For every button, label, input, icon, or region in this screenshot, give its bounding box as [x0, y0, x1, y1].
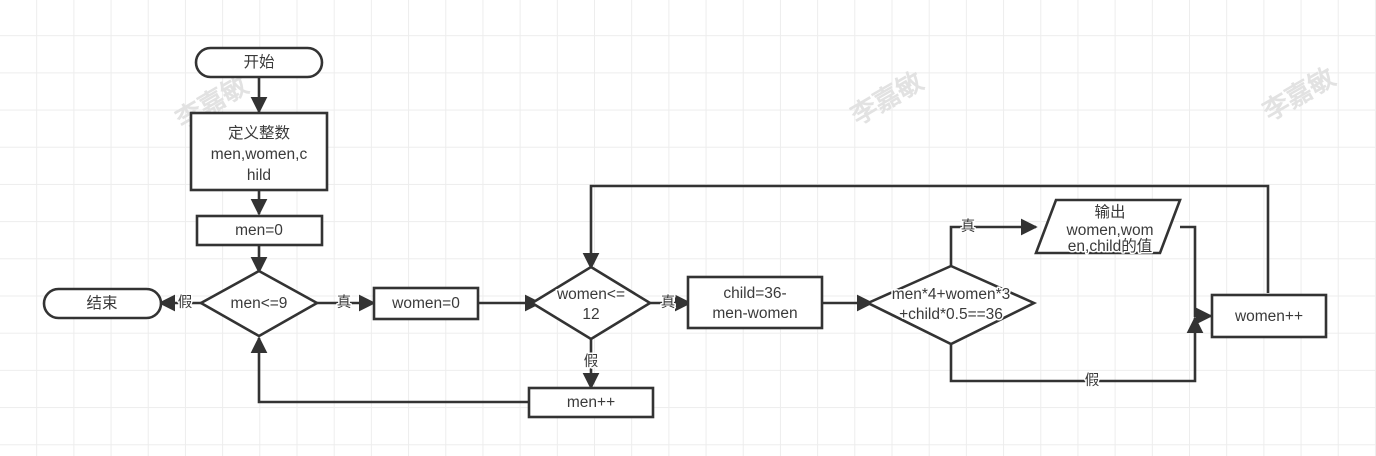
edge-label-women-true: 真 — [661, 293, 676, 311]
child-label-line1: child=36- — [723, 285, 786, 302]
node-men-increment[interactable]: men++ — [527, 386, 655, 419]
output-label-line2: women,wom — [1066, 222, 1154, 239]
edge-labels: 假 真 真 假 真 假 — [176, 215, 1101, 390]
men0-shape[interactable] — [195, 214, 324, 247]
output-label-line1: 输出 — [1094, 203, 1125, 221]
cond-women-shape[interactable] — [529, 265, 653, 341]
women0-shape[interactable] — [372, 286, 480, 321]
watermark-group: 李嘉敏 李嘉敏 李嘉敏 — [170, 62, 1340, 135]
output-shape[interactable] — [1034, 198, 1182, 255]
women0-label: women=0 — [391, 295, 460, 312]
edge-meninc-to-condmen — [250, 336, 530, 404]
men-increment-shape[interactable] — [527, 386, 655, 419]
cond-women-label-line2: 12 — [582, 306, 599, 323]
declare-label-line3: hild — [247, 167, 271, 184]
end-shape[interactable] — [42, 287, 163, 320]
watermark-text: 李嘉敏 — [1257, 62, 1340, 127]
edge-label-sum-true: 真 — [961, 217, 976, 235]
cond-women-label-line1: women<= — [556, 286, 625, 303]
child-label-line2: men-women — [712, 305, 797, 322]
edge-label-men-false: 假 — [178, 294, 193, 311]
edge-label-women-false: 假 — [584, 353, 599, 370]
men0-label: men=0 — [235, 222, 283, 239]
cond-sum-shape[interactable] — [864, 264, 1038, 346]
edge-womeninc-to-condwomen — [582, 184, 1270, 293]
cond-men-shape[interactable] — [198, 269, 320, 338]
end-label: 结束 — [86, 294, 117, 312]
edges — [158, 77, 1270, 404]
women-increment-label: women++ — [1234, 308, 1303, 325]
node-cond-men[interactable]: men<=9 — [198, 269, 320, 338]
cond-sum-label-line2: +child*0.5==36 — [899, 306, 1003, 323]
node-cond-sum[interactable]: men*4+women*3 +child*0.5==36 — [864, 264, 1038, 346]
node-men0[interactable]: men=0 — [195, 214, 324, 247]
women-increment-shape[interactable] — [1210, 293, 1328, 339]
output-label-line3: en,child的值 — [1068, 237, 1152, 255]
edge-condsum-false-to-womeninc — [949, 316, 1204, 383]
declare-label-line2: men,women,c — [211, 146, 308, 163]
edge-label-sum-false: 假 — [1085, 372, 1100, 389]
declare-label-line1: 定义整数 — [228, 124, 291, 142]
node-child[interactable]: child=36- men-women — [686, 275, 824, 330]
node-output[interactable]: 输出 women,wom en,child的值 — [1034, 198, 1182, 257]
edge-output-to-womeninc — [1180, 225, 1213, 325]
cond-men-label: men<=9 — [231, 295, 288, 312]
node-cond-women[interactable]: women<= 12 — [529, 265, 653, 341]
child-shape[interactable] — [686, 275, 824, 330]
node-women0[interactable]: women=0 — [372, 286, 480, 321]
node-declare[interactable]: 定义整数 men,women,c hild — [189, 111, 329, 192]
cond-sum-label-line1: men*4+women*3 — [892, 286, 1010, 303]
start-shape[interactable] — [194, 46, 324, 79]
start-label: 开始 — [243, 53, 275, 71]
node-women-increment[interactable]: women++ — [1210, 293, 1328, 339]
node-end[interactable]: 结束 — [42, 287, 163, 320]
watermark-text: 李嘉敏 — [845, 66, 928, 131]
node-start[interactable]: 开始 — [194, 46, 324, 79]
edge-label-men-true: 真 — [337, 293, 352, 311]
declare-shape[interactable] — [189, 111, 329, 192]
men-increment-label: men++ — [567, 394, 615, 411]
